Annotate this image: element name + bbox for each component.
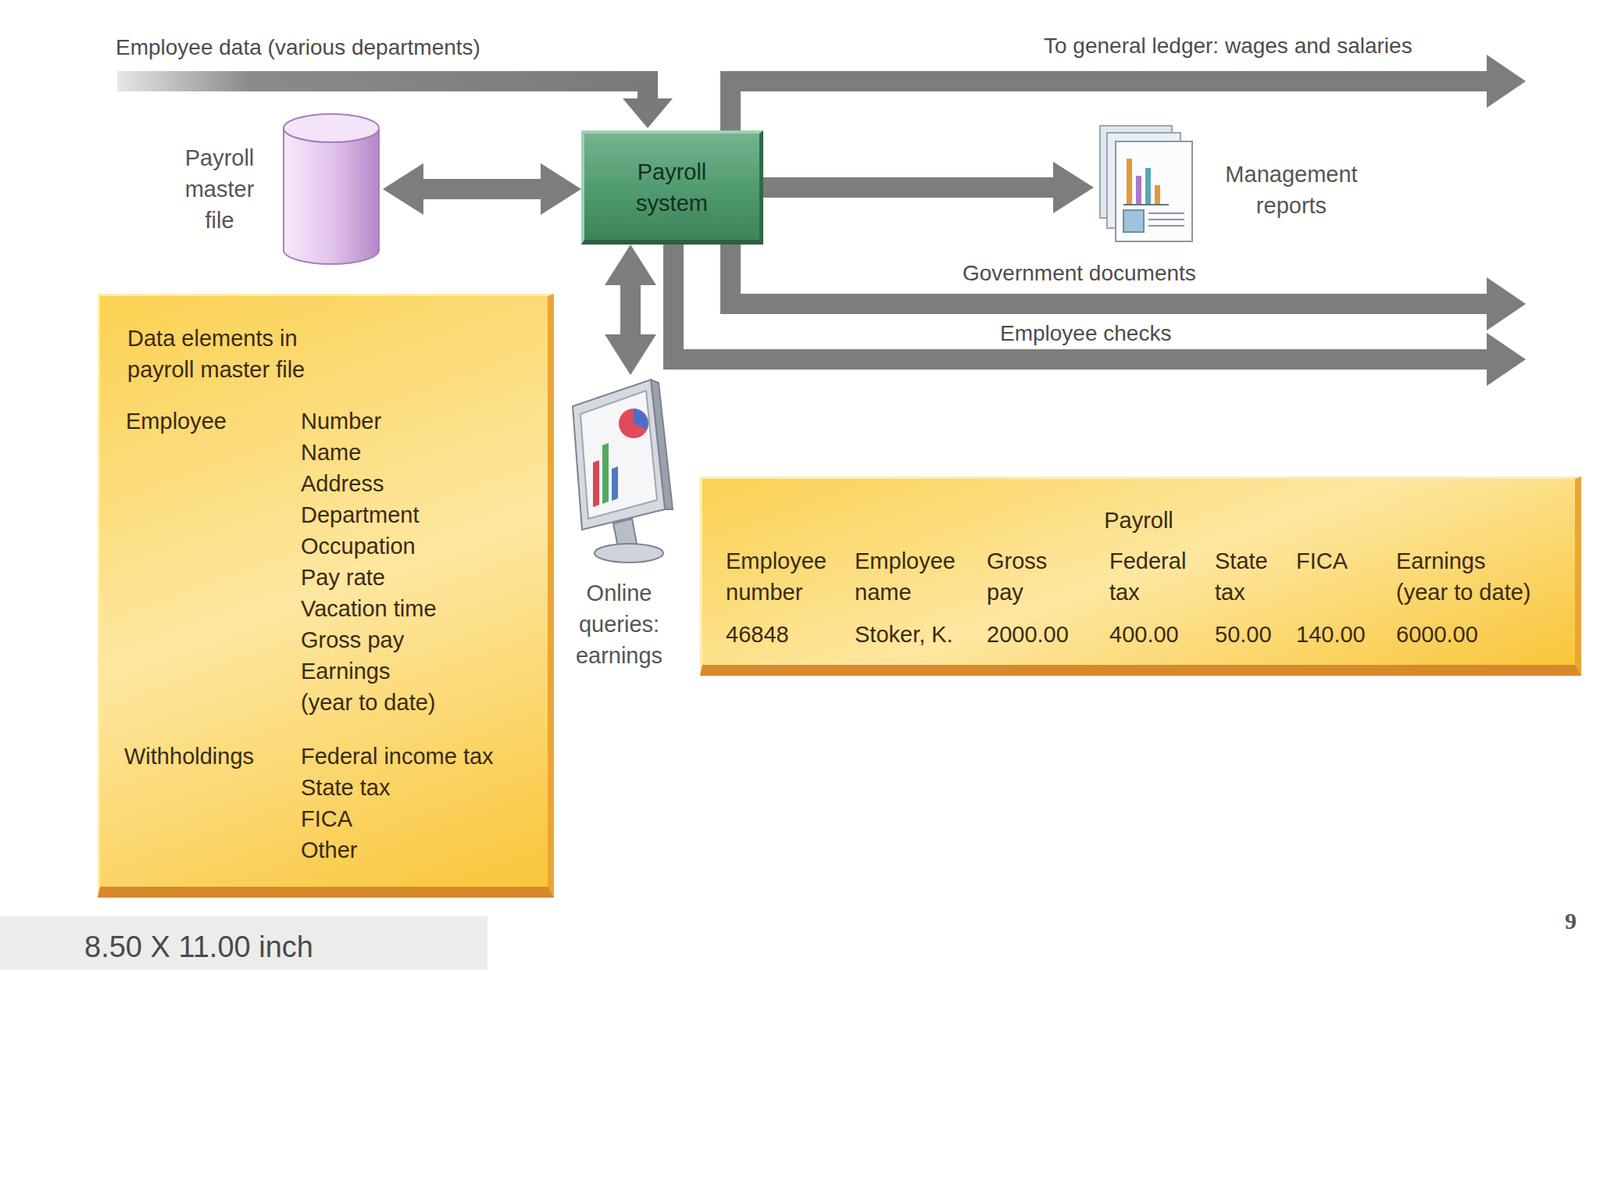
node-label: Online queries: earnings — [550, 577, 688, 672]
field-name: Other — [300, 834, 536, 866]
table-cell: Stoker, K. — [854, 618, 988, 650]
checks-arrow — [673, 243, 1490, 360]
page-number: 9 — [1564, 906, 1577, 936]
data-panel: Data elements in payroll master fileEmpl… — [97, 293, 554, 898]
chart-bar — [1145, 167, 1151, 204]
flow-label: Employee data (various departments) — [115, 32, 481, 63]
monitor-bezel — [572, 379, 665, 530]
field-name: Address — [300, 467, 536, 500]
report-image — [1123, 210, 1144, 233]
cylinder-body — [283, 128, 379, 265]
flow-arrow — [421, 178, 543, 200]
table-cell: 50.00 — [1214, 618, 1293, 650]
arrow-head — [1486, 332, 1526, 386]
column-header: Gross pay — [986, 545, 1073, 608]
database-cylinder: Payroll master file — [175, 109, 383, 270]
column-header: Federal tax — [1109, 545, 1202, 608]
field-name: Gross pay — [300, 624, 536, 656]
panel-heading: Data elements in payroll master file — [127, 322, 331, 386]
report-page — [1115, 141, 1193, 242]
field-name: FICA — [300, 803, 536, 835]
monitor-screen — [580, 390, 658, 519]
field-name: Number — [300, 405, 536, 437]
cylinder-symbol — [282, 112, 383, 269]
pie-slice — [633, 408, 649, 430]
field-group: Withholdings — [124, 740, 281, 772]
chart-bar — [1126, 158, 1133, 204]
cylinder-top — [283, 114, 379, 143]
report-icon — [1093, 121, 1204, 250]
flow-label: Employee checks — [1000, 318, 1172, 349]
field-name: Occupation — [300, 530, 536, 562]
chart-bar — [1135, 175, 1142, 204]
column-header: Employee name — [854, 545, 972, 608]
flow-arrow — [763, 177, 1055, 198]
node-label: Payroll master file — [175, 142, 264, 236]
node-label: Payroll system — [625, 156, 719, 219]
field-name: Vacation time — [300, 592, 536, 625]
page-size: 8.50 X 11.00 inch — [84, 928, 314, 965]
ledger-arrow — [730, 81, 1490, 132]
field-name: Pay rate — [300, 561, 536, 593]
input-arrow — [117, 81, 648, 100]
chart-bar — [611, 466, 618, 501]
column-header: State tax — [1214, 545, 1286, 608]
table-cell: 140.00 — [1296, 618, 1390, 650]
pie-chart — [618, 408, 649, 439]
monitor-stand — [613, 518, 637, 547]
table-cell: 6000.00 — [1396, 618, 1537, 650]
field-name: Name — [300, 436, 536, 468]
table-title: Payroll — [702, 504, 1575, 536]
field-name: Federal income tax — [300, 740, 536, 772]
table-cell: 2000.00 — [986, 618, 1104, 650]
flow-arrow — [620, 283, 641, 336]
arrow-head — [1486, 277, 1526, 331]
node-label: Management reports — [1209, 158, 1374, 222]
flow-label: To general ledger: wages and salaries — [1043, 31, 1413, 61]
field-name: Department — [300, 499, 536, 531]
report-line — [1148, 225, 1185, 227]
size-bar — [0, 916, 488, 970]
flow-label: Government documents — [962, 258, 1197, 289]
field-name: Earnings (year to date) — [300, 655, 442, 718]
chart-bar — [1154, 185, 1161, 204]
arrow-head — [622, 98, 673, 129]
terminal-icon: Online queries: earnings — [550, 375, 688, 676]
monitor-base — [594, 543, 664, 563]
report-line — [1148, 218, 1185, 221]
chart-bar — [592, 460, 600, 508]
arrow-head — [1486, 54, 1526, 108]
table-cell: 400.00 — [1109, 618, 1211, 650]
chart-bar — [602, 442, 609, 504]
column-header: Employee number — [725, 545, 843, 608]
process-box: Payroll system — [581, 130, 764, 245]
column-header: FICA — [1296, 545, 1375, 577]
table-cell: 46848 — [725, 618, 851, 650]
chart-axis — [1123, 203, 1169, 206]
monitor-icon — [550, 375, 688, 575]
report-line — [1148, 212, 1185, 215]
table-panel: PayrollEmployee numberEmployee nameGross… — [700, 476, 1582, 676]
government-arrow — [730, 243, 1490, 304]
field-name: State tax — [300, 771, 536, 804]
document-icon: Management reports — [1093, 121, 1375, 250]
column-header: Earnings (year to date) — [1396, 545, 1537, 608]
field-group: Employee — [125, 405, 283, 437]
